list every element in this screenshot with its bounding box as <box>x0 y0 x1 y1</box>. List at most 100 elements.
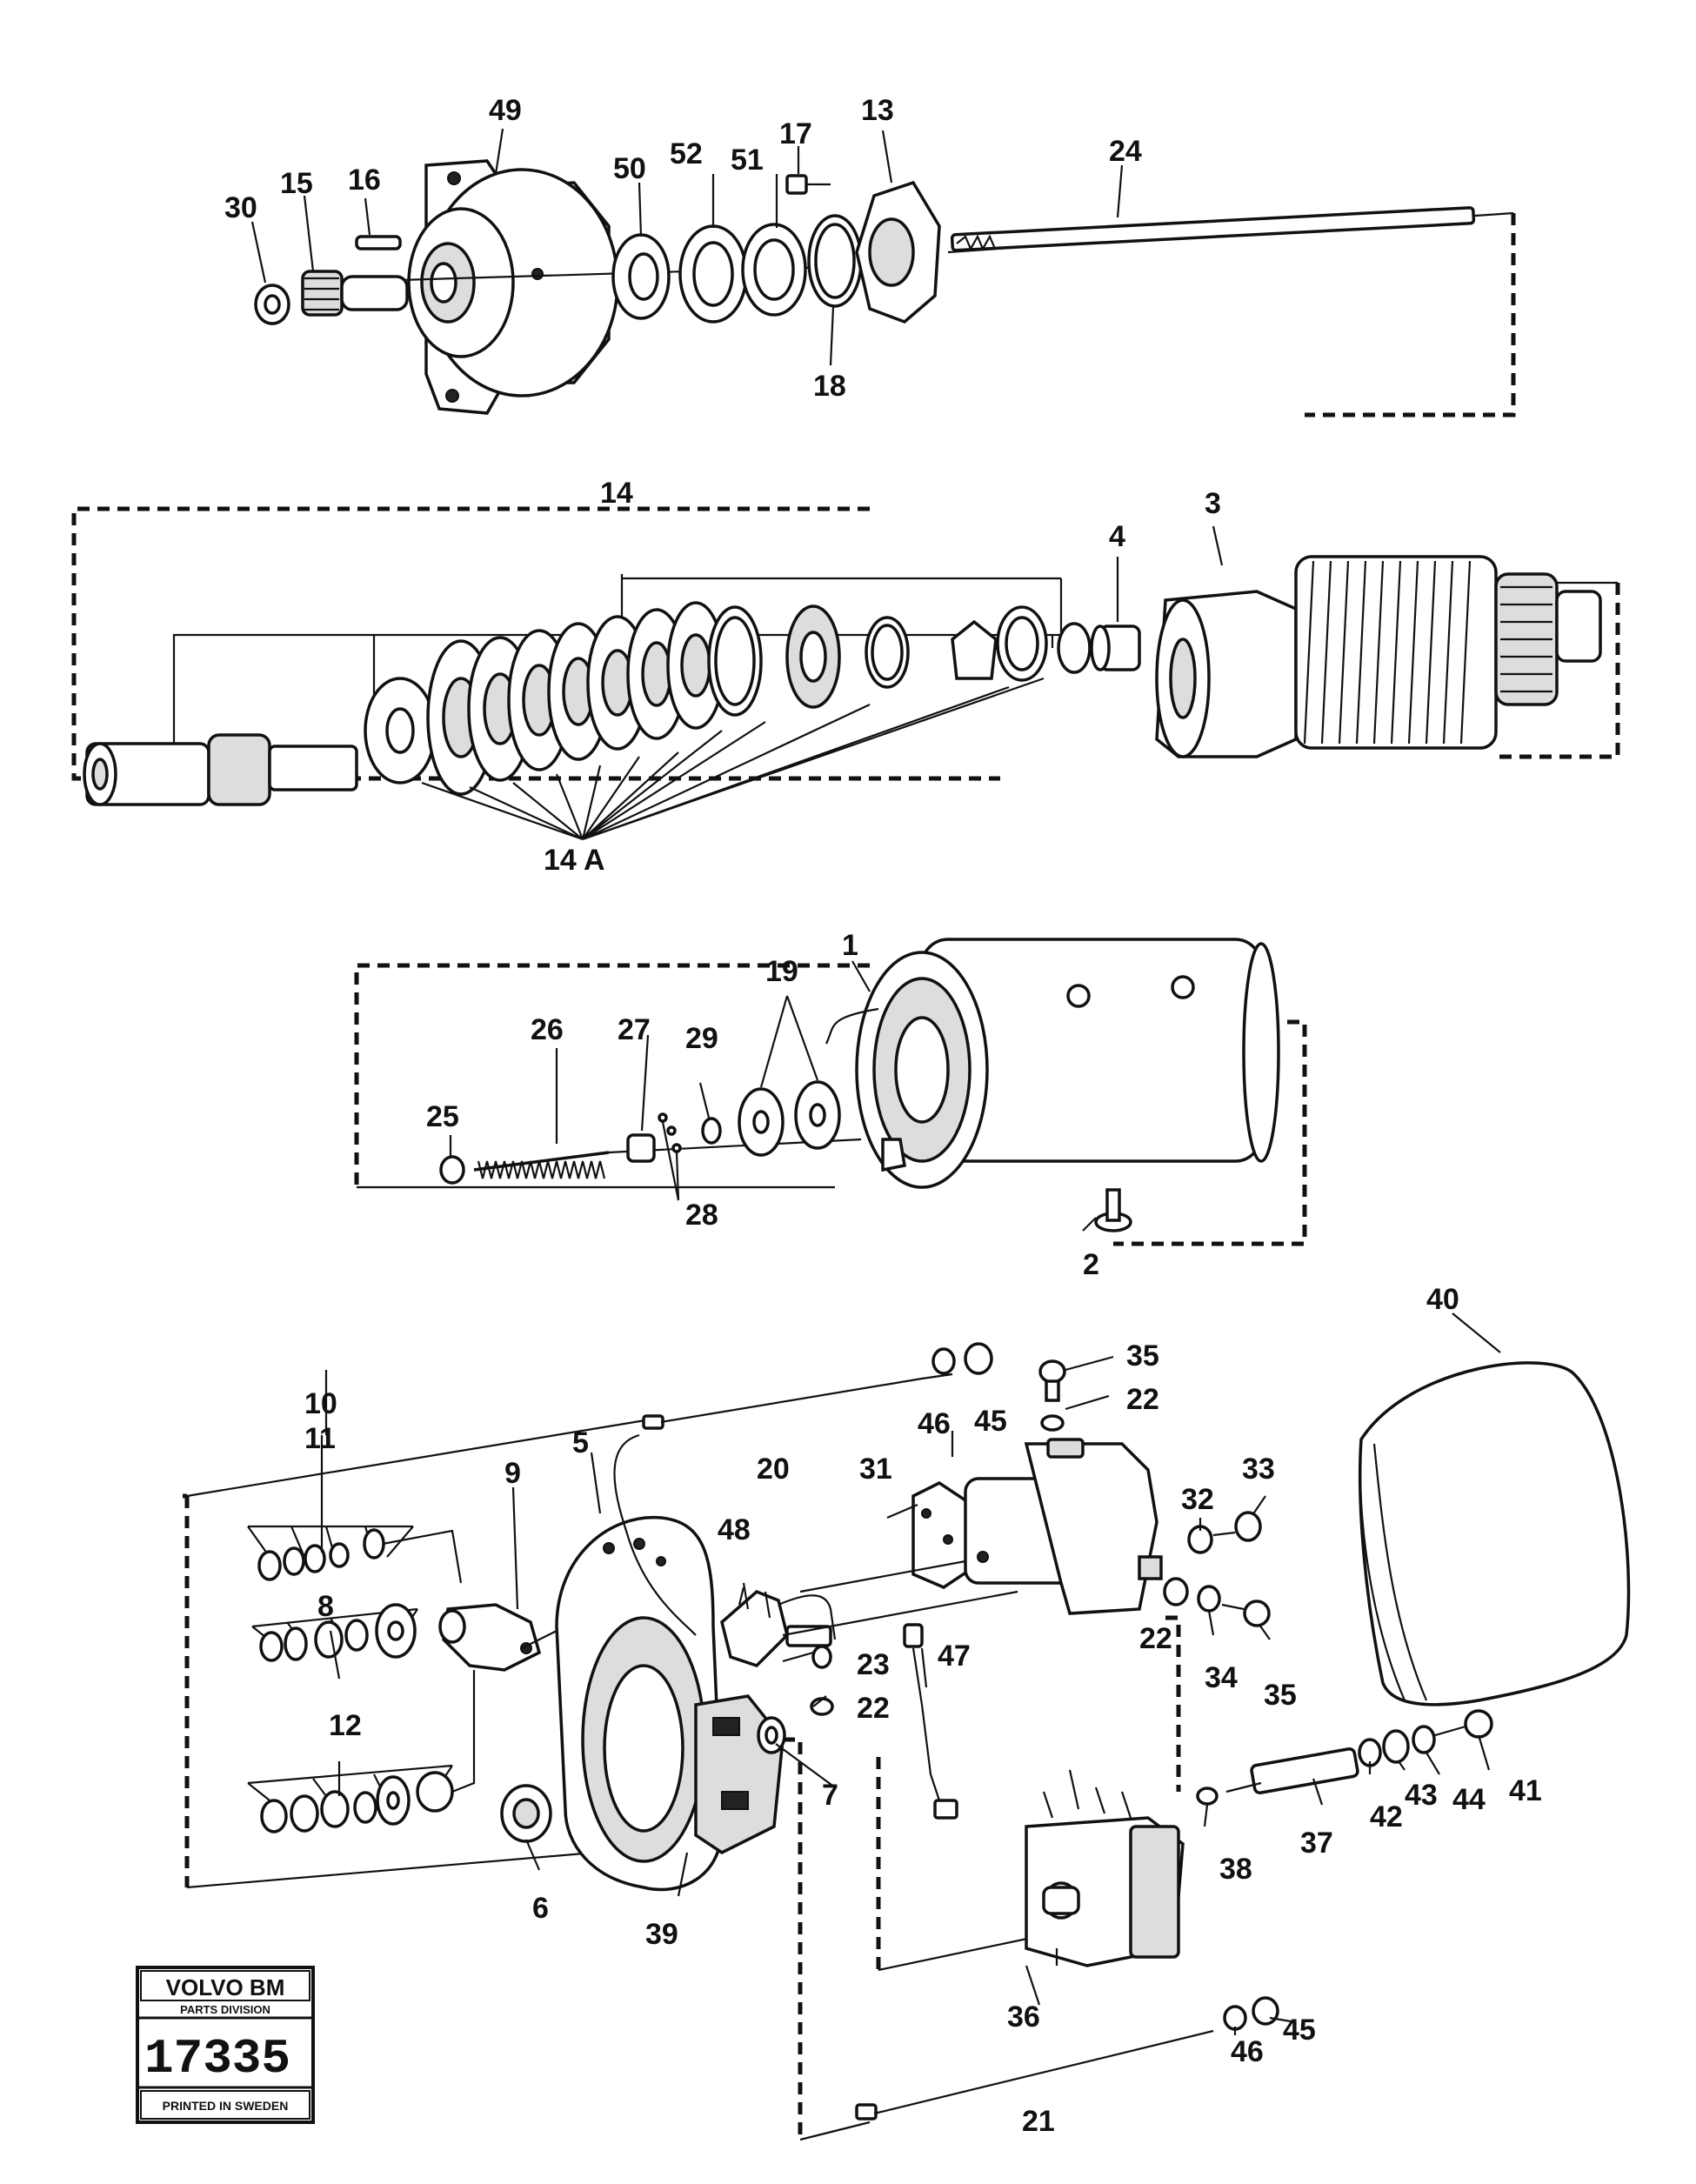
label-41: 41 <box>1509 1774 1542 1807</box>
label-28: 28 <box>685 1199 718 1232</box>
clutch-armature-group <box>71 506 1620 841</box>
shims-19 <box>738 1080 841 1157</box>
label-46-lower: 46 <box>1231 2035 1264 2068</box>
label-5: 5 <box>572 1426 589 1459</box>
label-52: 52 <box>670 137 703 170</box>
washers-10-11 <box>257 1528 385 1581</box>
bearing-52 <box>678 224 748 324</box>
label-6: 6 <box>532 1892 549 1925</box>
label-17: 17 <box>779 117 812 150</box>
plate-division: PARTS DIVISION <box>180 2003 270 2016</box>
clip-7 <box>757 1716 786 1754</box>
spacer-37 <box>1225 1747 1359 1794</box>
label-45-lower: 45 <box>1283 2014 1316 2047</box>
nut-30 <box>254 284 290 325</box>
label-40: 40 <box>1426 1283 1459 1316</box>
screw-23 <box>811 1645 832 1669</box>
label-leaders <box>250 128 1491 2035</box>
field-housing-group <box>354 938 1307 1246</box>
label-50: 50 <box>613 152 646 185</box>
washer-38 <box>1196 1787 1219 1806</box>
label-29: 29 <box>685 1022 718 1055</box>
label-24: 24 <box>1109 135 1142 168</box>
terminal-bracket-9 <box>438 1603 542 1672</box>
label-49: 49 <box>489 94 522 127</box>
label-15: 15 <box>280 167 313 200</box>
screw-41 <box>1434 1709 1493 1739</box>
washers-12 <box>260 1771 454 1833</box>
nut-45-upper <box>964 1342 993 1375</box>
screw-35-upper <box>1038 1359 1066 1402</box>
label-16: 16 <box>348 164 381 197</box>
label-22-right: 22 <box>1139 1622 1172 1655</box>
washer-22-right <box>1163 1577 1189 1606</box>
label-39: 39 <box>645 1918 678 1951</box>
label-30: 30 <box>224 191 257 224</box>
commutator-end-cover-5 <box>555 1515 724 1892</box>
label-14a: 14 A <box>544 844 605 877</box>
bearing-plate-13 <box>855 180 941 324</box>
label-35-upper: 35 <box>1126 1339 1159 1373</box>
label-9: 9 <box>504 1457 521 1490</box>
label-51: 51 <box>731 144 764 177</box>
label-19: 19 <box>765 955 798 988</box>
label-31: 31 <box>859 1453 892 1486</box>
end-cover-solenoid-group <box>183 1312 1631 2141</box>
label-3: 3 <box>1205 487 1221 520</box>
bearing-51 <box>741 223 807 317</box>
cap-25 <box>439 1155 465 1185</box>
screw-35-lower <box>1221 1600 1271 1627</box>
washer-34 <box>1197 1585 1221 1613</box>
washers-8 <box>259 1603 417 1662</box>
label-18: 18 <box>813 370 846 403</box>
armature-3 <box>1155 555 1602 758</box>
key-16 <box>355 235 402 250</box>
label-12: 12 <box>329 1709 362 1742</box>
label-14: 14 <box>600 477 633 510</box>
plate-brand: VOLVO BM <box>166 1974 285 2000</box>
screw-33 <box>1212 1511 1262 1542</box>
relay-36 <box>1025 1769 1185 1967</box>
label-13: 13 <box>861 94 894 127</box>
screw-17 <box>785 174 831 195</box>
label-8: 8 <box>317 1590 334 1623</box>
part-number-labels: 49 17 13 24 50 52 51 30 15 16 18 14 3 4 … <box>224 94 1542 2138</box>
label-1: 1 <box>842 929 858 962</box>
pins-28 <box>658 1112 682 1153</box>
spring-26 <box>473 1151 610 1179</box>
cover-40 <box>1358 1361 1631 1706</box>
plunger-27 <box>626 1133 656 1163</box>
cable-20 <box>613 1373 953 1636</box>
label-4: 4 <box>1109 520 1125 553</box>
label-26: 26 <box>531 1013 564 1046</box>
washer-46-lower <box>1223 2005 1247 2031</box>
washer-22-upper <box>1040 1414 1065 1432</box>
label-21: 21 <box>1022 2105 1055 2138</box>
label-42: 42 <box>1370 1800 1403 1833</box>
washer-46-upper <box>931 1347 956 1375</box>
label-25: 25 <box>426 1100 459 1133</box>
washer-43 <box>1382 1729 1410 1764</box>
washer-29 <box>701 1117 722 1145</box>
field-frame-1 <box>825 938 1280 1189</box>
pinion-15 <box>301 270 409 317</box>
nut-45-lower <box>1252 1996 1279 2026</box>
label-27: 27 <box>618 1013 651 1046</box>
volvo-bm-parts-plate: VOLVO BM PARTS DIVISION 17335 PRINTED IN… <box>136 1966 315 2124</box>
label-23: 23 <box>857 1648 890 1681</box>
label-20: 20 <box>757 1453 790 1486</box>
label-35-lower: 35 <box>1264 1679 1297 1712</box>
washer-44 <box>1412 1725 1436 1754</box>
label-11: 11 <box>304 1422 336 1455</box>
label-22-lower: 22 <box>857 1692 890 1725</box>
drive-end-group <box>254 159 1516 417</box>
solenoid-31 <box>911 1438 1163 1615</box>
lead-47 <box>903 1623 958 1820</box>
label-10: 10 <box>304 1387 337 1420</box>
bush-6 <box>500 1784 552 1843</box>
terminal-block-48 <box>720 1582 837 1668</box>
label-38: 38 <box>1219 1853 1252 1886</box>
screw-2 <box>1094 1188 1132 1232</box>
label-46-upper: 46 <box>918 1407 951 1440</box>
